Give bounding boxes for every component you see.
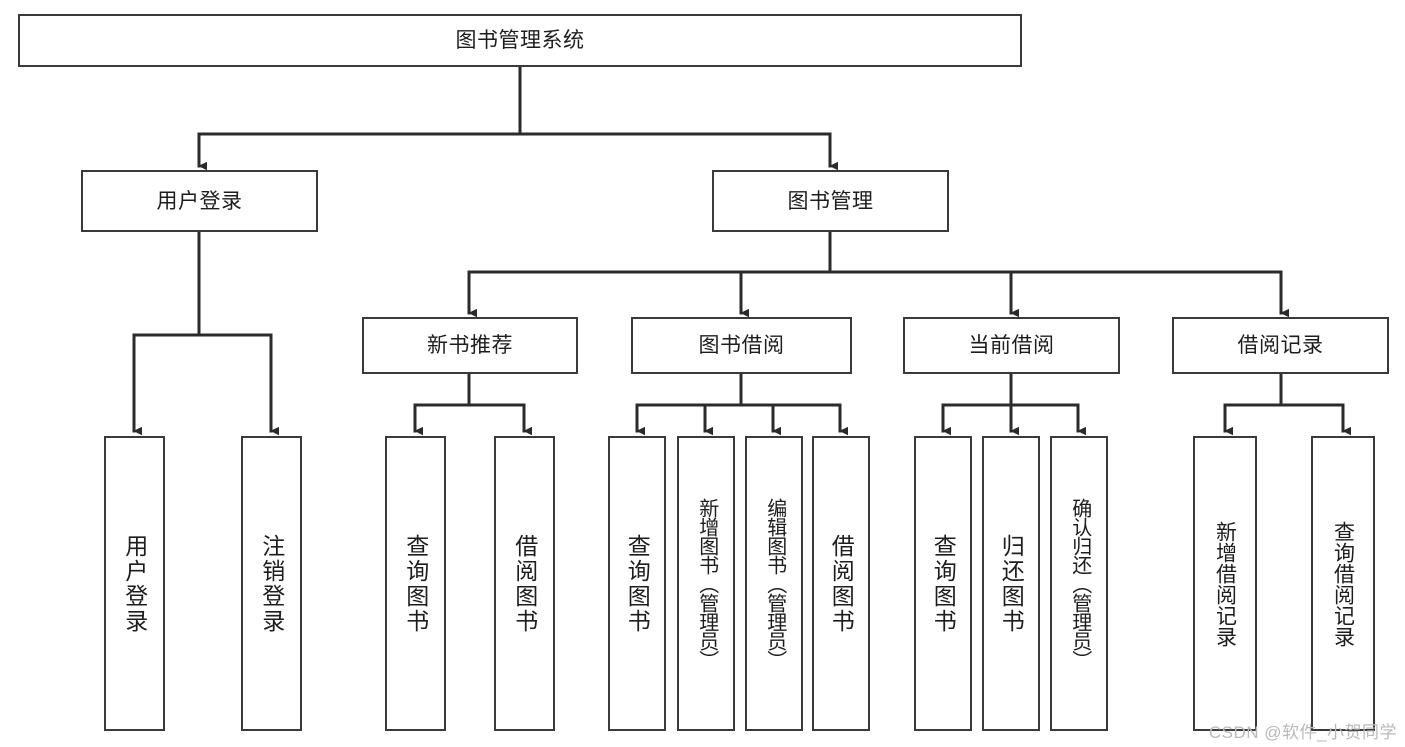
node-book-manage[interactable]: 图书管理 xyxy=(712,170,949,232)
leaf-borrow-book-1[interactable]: 借阅图书 xyxy=(494,436,555,731)
leaf-return-book-label: 归还图书 xyxy=(998,533,1025,634)
leaf-query-book-2-label: 查询图书 xyxy=(624,533,651,634)
leaf-user-logout[interactable]: 注销登录 xyxy=(241,436,302,731)
leaf-return-book[interactable]: 归还图书 xyxy=(982,436,1040,731)
leaf-query-book-1-label: 查询图书 xyxy=(402,533,429,634)
leaf-user-logout-label: 注销登录 xyxy=(258,533,285,634)
leaf-confirm-return-admin-label: 确认归还（管理员） xyxy=(1068,498,1091,669)
leaf-query-borrow-record-label: 查询借阅记录 xyxy=(1331,520,1355,647)
leaf-user-login[interactable]: 用户登录 xyxy=(104,436,165,731)
leaf-query-borrow-record[interactable]: 查询借阅记录 xyxy=(1311,436,1375,731)
leaf-user-login-label: 用户登录 xyxy=(121,533,148,634)
leaf-query-book-1[interactable]: 查询图书 xyxy=(385,436,446,731)
leaf-borrow-book-1-label: 借阅图书 xyxy=(511,533,538,634)
node-root-label: 图书管理系统 xyxy=(455,29,585,52)
node-book-manage-label: 图书管理 xyxy=(787,189,874,213)
leaf-borrow-book-2-label: 借阅图书 xyxy=(828,533,855,634)
node-new-book-recommend-label: 新书推荐 xyxy=(427,334,513,357)
leaf-add-borrow-record-label: 新增借阅记录 xyxy=(1213,520,1237,647)
node-new-book-recommend[interactable]: 新书推荐 xyxy=(362,317,578,374)
leaf-confirm-return-admin[interactable]: 确认归还（管理员） xyxy=(1050,436,1108,731)
leaf-edit-book-admin[interactable]: 编辑图书（管理员） xyxy=(745,436,803,731)
leaf-query-book-2[interactable]: 查询图书 xyxy=(608,436,666,731)
leaf-edit-book-admin-label: 编辑图书（管理员） xyxy=(763,498,786,669)
leaf-add-book-admin-label: 新增图书（管理员） xyxy=(695,498,718,669)
node-book-borrow[interactable]: 图书借阅 xyxy=(631,317,852,374)
leaf-query-book-3-label: 查询图书 xyxy=(930,533,957,634)
leaf-add-borrow-record[interactable]: 新增借阅记录 xyxy=(1193,436,1257,731)
node-user-login-label: 用户登录 xyxy=(156,189,243,213)
node-borrow-record-label: 借阅记录 xyxy=(1237,334,1324,357)
leaf-borrow-book-2[interactable]: 借阅图书 xyxy=(812,436,870,731)
node-borrow-record[interactable]: 借阅记录 xyxy=(1172,317,1389,374)
leaf-query-book-3[interactable]: 查询图书 xyxy=(914,436,972,731)
leaf-add-book-admin[interactable]: 新增图书（管理员） xyxy=(677,436,735,731)
node-current-borrow[interactable]: 当前借阅 xyxy=(903,317,1120,374)
node-user-login[interactable]: 用户登录 xyxy=(81,170,318,232)
node-current-borrow-label: 当前借阅 xyxy=(968,334,1055,357)
node-book-borrow-label: 图书借阅 xyxy=(698,334,785,357)
node-root[interactable]: 图书管理系统 xyxy=(18,14,1022,67)
